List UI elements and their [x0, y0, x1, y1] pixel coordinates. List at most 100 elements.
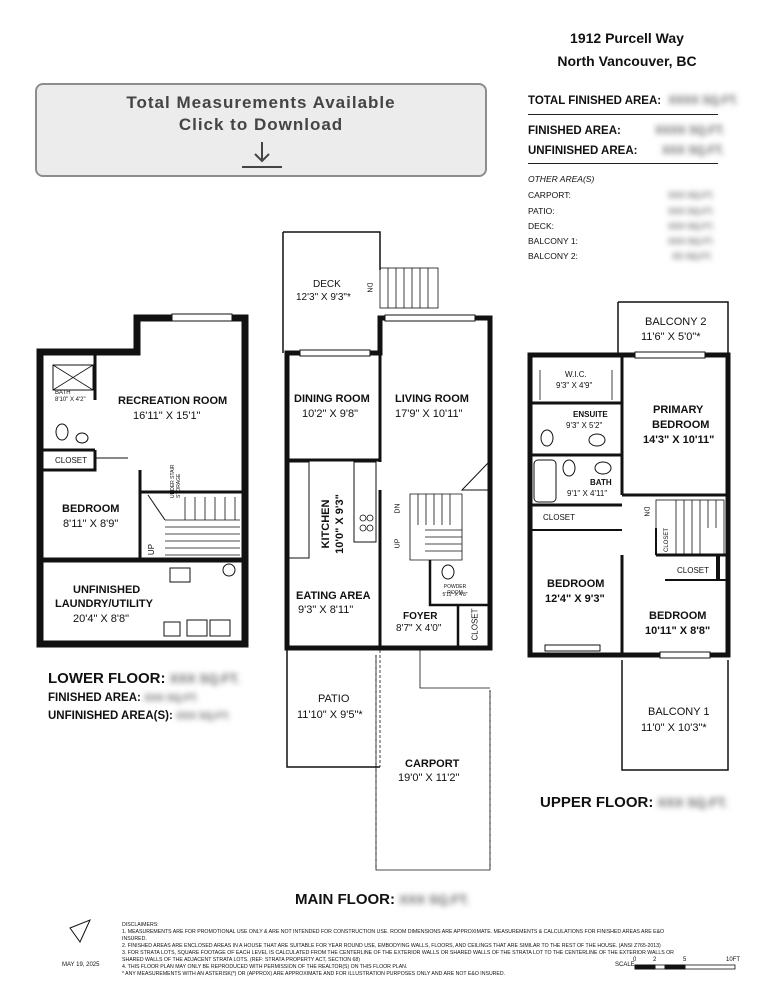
- laundry-name-2: LAUNDRY/UTILITY: [55, 598, 153, 610]
- download-measurements-button[interactable]: Total Measurements Available Click to Do…: [35, 83, 487, 177]
- lower-floor-title: LOWER FLOOR: XXX SQ.FT.: [48, 670, 240, 687]
- finished-area-value: XXXX SQ.FT.: [655, 125, 725, 137]
- powder-room-dim: 5'11" X 4'8": [442, 592, 468, 598]
- upper-floor-title-value: XXX SQ.FT.: [657, 795, 728, 810]
- lower-floor-unfinished: UNFINISHED AREA(S): XXX SQ.FT.: [48, 710, 230, 722]
- lower-bath-name: BATH: [55, 390, 71, 396]
- upper-closet-label-3: CLOSET: [664, 527, 671, 553]
- north-arrow-icon: [69, 919, 91, 943]
- disclaimer-4: 4. THIS FLOOR PLAN MAY ONLY BE REPRODUCE…: [122, 964, 408, 970]
- upper-closet-label-1: CLOSET: [543, 513, 576, 522]
- main-up-label: UP: [394, 538, 402, 549]
- finished-area-label: FINISHED AREA:: [528, 125, 621, 137]
- unfinished-area-label: UNFINISHED AREA:: [528, 145, 638, 157]
- other-balcony1-label: BALCONY 1:: [528, 236, 578, 246]
- lower-bedroom-name: BEDROOM: [62, 503, 120, 515]
- lower-up-label: UP: [147, 543, 157, 556]
- deck-name: DECK: [313, 279, 341, 290]
- balcony1-name: BALCONY 1: [648, 706, 710, 718]
- deck-dim: 12'3" X 9'3"*: [296, 292, 351, 303]
- main-floor-title: MAIN FLOOR: XXX SQ.FT.: [295, 891, 469, 908]
- foyer-closet-label: CLOSET: [470, 608, 480, 641]
- scale-tick-10: 10FT: [726, 957, 741, 963]
- other-patio-label: PATIO:: [528, 206, 555, 216]
- other-patio-value: XXX SQ.FT.: [668, 206, 714, 216]
- wic-dim: 9'3" X 4'9": [556, 381, 593, 390]
- recreation-room-dim: 16'11" X 15'1": [133, 410, 201, 422]
- upper-dn-label: DN: [642, 506, 650, 517]
- lower-floor-finished-label: FINISHED AREA:: [48, 692, 141, 704]
- other-deck-value: XXX SQ.FT.: [668, 221, 714, 231]
- summary-divider-2: [528, 163, 718, 164]
- lower-floor-title-value: XXX SQ.FT.: [169, 671, 240, 686]
- foyer-name: FOYER: [403, 611, 438, 622]
- lower-floor-finished: FINISHED AREA: XXX SQ.FT.: [48, 692, 198, 704]
- main-floor-plan: [282, 231, 493, 871]
- upper-floor-title-text: UPPER FLOOR:: [540, 794, 654, 811]
- disclaimer-1: 1. MEASUREMENTS ARE FOR PROMOTIONAL USE …: [122, 929, 665, 942]
- upper-bath-name: BATH: [590, 478, 612, 487]
- lower-bath-label: BATH 8'10" X 4'2": [55, 390, 86, 404]
- download-icon: [242, 142, 282, 168]
- other-carport-value: XXX SQ.FT.: [668, 190, 714, 200]
- main-dn-label: DN: [394, 503, 402, 514]
- recreation-room-name: RECREATION ROOM: [118, 395, 228, 407]
- under-stair-label: UNDER STAIR STORAGE: [170, 464, 182, 498]
- other-areas-heading: OTHER AREA(S): [528, 174, 595, 184]
- upper-bedroom1-dim: 12'4" X 9'3": [545, 593, 605, 605]
- living-room-dim: 17'9" X 10'11": [395, 408, 463, 420]
- ensuite-dim: 9'3" X 5'2": [566, 421, 603, 430]
- upper-bath-dim: 9'1" X 4'11": [567, 489, 608, 498]
- scale-tick-2: 2: [653, 957, 657, 963]
- balcony2-name: BALCONY 2: [645, 316, 707, 328]
- download-button-line-1: Total Measurements Available: [126, 93, 396, 112]
- dining-room-name: DINING ROOM: [294, 393, 370, 405]
- disclaimer-3: 3. FOR STRATA LOTS, SQUARE FOOTAGE OF EA…: [122, 950, 674, 963]
- disclaimer-5: * ANY MEASUREMENTS WITH AN ASTERISK(*) O…: [122, 971, 506, 977]
- laundry-name-1: UNFINISHED: [73, 584, 141, 596]
- carport-dim: 19'0" X 11'2": [398, 772, 460, 784]
- download-button-line-2: Click to Download: [178, 115, 344, 134]
- other-deck-label: DECK:: [528, 221, 554, 231]
- lower-floor-plan: [36, 313, 249, 648]
- upper-bedroom1-name: BEDROOM: [547, 578, 605, 590]
- lower-floor-unfinished-label: UNFINISHED AREA(S):: [48, 710, 173, 722]
- total-finished-label: TOTAL FINISHED AREA:: [528, 95, 662, 107]
- plan-date: MAY 19, 2025: [62, 962, 100, 968]
- scale-bar: [634, 964, 736, 970]
- foyer-dim: 8'7" X 4'0": [396, 623, 442, 634]
- lower-floor-finished-value: XXX SQ.FT.: [144, 693, 198, 704]
- main-floor-title-text: MAIN FLOOR:: [295, 891, 395, 908]
- balcony2-dim: 11'6" X 5'0"*: [641, 331, 701, 343]
- primary-bedroom-name-2: BEDROOM: [652, 419, 710, 431]
- upper-bedroom2-dim: 10'11" X 8'8": [645, 625, 711, 637]
- wic-name: W.I.C.: [565, 370, 587, 379]
- upper-closet-label-2: CLOSET: [677, 566, 710, 575]
- disclaimer-title: DISCLAIMERS:: [122, 922, 159, 928]
- other-carport-label: CARPORT:: [528, 190, 571, 200]
- other-balcony2-value: XX SQ.FT.: [672, 251, 713, 261]
- primary-bedroom-name-1: PRIMARY: [653, 404, 704, 416]
- primary-bedroom-dim: 14'3" X 10'11": [643, 434, 715, 446]
- kitchen-dim: 10'0" X 9'3": [334, 494, 346, 554]
- address-line-1: 1912 Purcell Way: [570, 30, 684, 46]
- other-balcony1-value: XXX SQ.FT.: [668, 236, 714, 246]
- total-finished-area: TOTAL FINISHED AREA: XXXX SQ.FT.: [528, 95, 738, 107]
- lower-closet-label: CLOSET: [55, 456, 88, 465]
- balcony1-dim: 11'0" X 10'3"*: [641, 722, 707, 734]
- eating-area-dim: 9'3" X 8'11": [298, 604, 354, 616]
- disclaimer-2: 2. FINISHED AREAS ARE ENCLOSED AREAS IN …: [122, 943, 661, 949]
- powder-room-name: POWDER ROOM: [443, 584, 467, 596]
- lower-bedroom-dim: 8'11" X 8'9": [63, 518, 119, 530]
- upper-floor-plan: [527, 301, 731, 771]
- dining-room-dim: 10'2" X 9'8": [302, 408, 359, 420]
- lower-floor-title-text: LOWER FLOOR:: [48, 670, 166, 687]
- laundry-dim: 20'4" X 8'8": [73, 613, 130, 625]
- main-floor-title-value: XXX SQ.FT.: [399, 892, 470, 907]
- summary-divider: [528, 114, 718, 115]
- patio-dim: 11'10" X 9'5"*: [297, 709, 363, 721]
- lower-floor-unfinished-value: XXX SQ.FT.: [176, 711, 230, 722]
- scale-tick-5: 5: [683, 957, 687, 963]
- ensuite-name: ENSUITE: [573, 410, 608, 419]
